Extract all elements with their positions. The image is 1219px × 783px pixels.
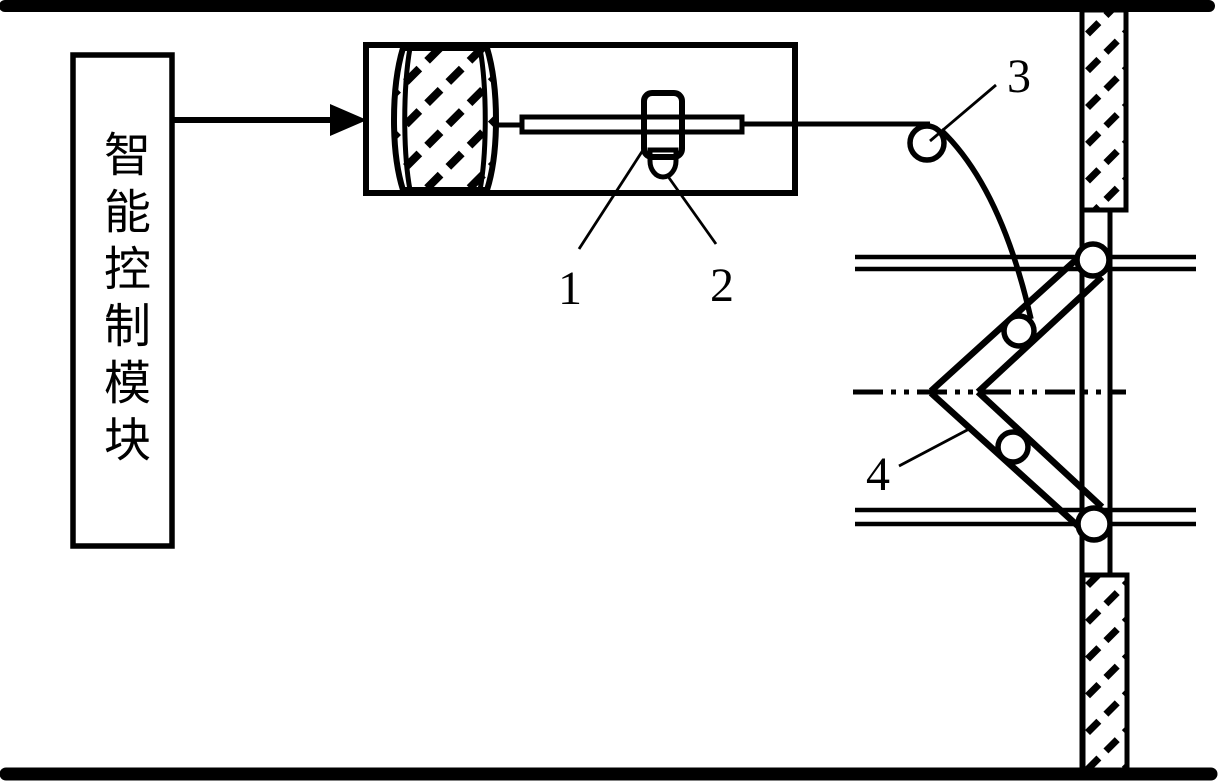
roller-mid-upper bbox=[1001, 313, 1037, 349]
sensor-body bbox=[641, 90, 685, 160]
signal-arrowhead bbox=[330, 104, 367, 136]
anchor-block-top bbox=[1079, 7, 1129, 213]
drive-rod bbox=[519, 114, 745, 135]
roller-bottom bbox=[1075, 505, 1113, 543]
drum-rim-left bbox=[402, 47, 413, 191]
part-label-4: 4 bbox=[866, 448, 890, 501]
control-module-label: 智能控制模块 bbox=[96, 129, 148, 472]
drum-rim-right bbox=[477, 47, 488, 191]
roller-mid-lower bbox=[995, 429, 1031, 465]
swing-arm-lower-inner bbox=[975, 389, 1105, 510]
guide-pulley bbox=[907, 123, 947, 163]
anchor-block-bottom bbox=[1080, 572, 1130, 774]
winding-drum bbox=[391, 45, 499, 193]
leader-line-1 bbox=[577, 146, 647, 250]
leader-line-4 bbox=[898, 426, 972, 468]
swing-arm-upper-inner bbox=[975, 274, 1105, 395]
part-label-3: 3 bbox=[1007, 50, 1031, 103]
rope-curve bbox=[939, 128, 1034, 320]
leader-line-2 bbox=[665, 174, 718, 245]
control-module-box bbox=[70, 52, 175, 549]
swing-arm-lower-outer bbox=[928, 390, 1092, 539]
roller-top bbox=[1074, 241, 1112, 279]
part-label-1: 1 bbox=[558, 262, 582, 315]
part-label-2: 2 bbox=[710, 259, 734, 312]
